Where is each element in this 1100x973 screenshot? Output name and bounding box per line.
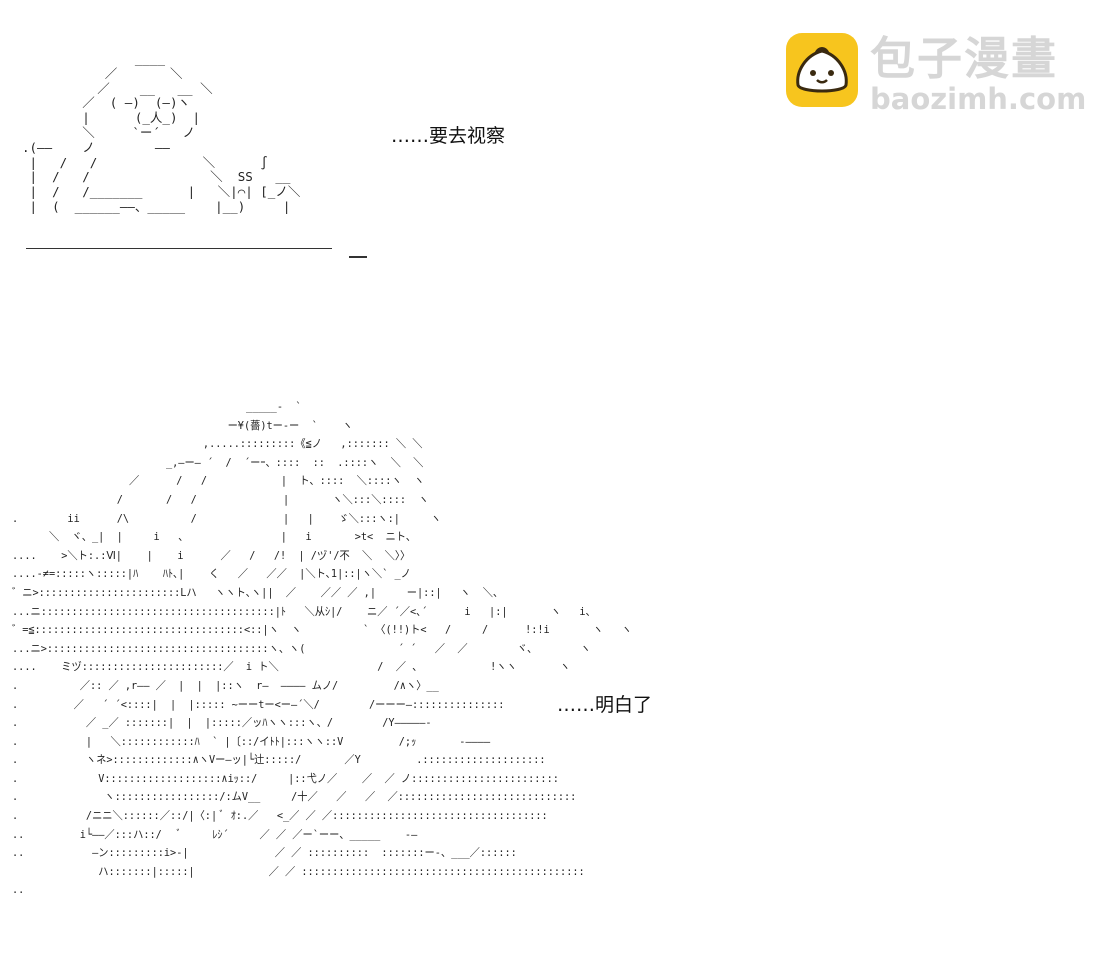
caption-inspect: ……要去视察 bbox=[391, 125, 506, 147]
lamp-stand bbox=[349, 256, 367, 258]
bun-mascot-icon bbox=[786, 33, 858, 107]
ascii-art-girl-portrait: _____- ` ー¥(薔)tー-ー ` ヽ ,.....:::::::::《≦… bbox=[12, 400, 632, 897]
watermark-domain: baozimh.com bbox=[870, 82, 1087, 116]
caption-understood: ……明白了 bbox=[557, 694, 653, 716]
desk-baseline bbox=[26, 248, 332, 249]
watermark-title: 包子漫畫 bbox=[870, 32, 1059, 85]
watermark: 包子漫畫 baozimh.com bbox=[786, 33, 1086, 115]
ascii-art-bear-at-desk: ____ ／ ＼ ／ __ __ ＼ ／ ( ―) (―)ヽ | (_人_) |… bbox=[22, 51, 301, 214]
